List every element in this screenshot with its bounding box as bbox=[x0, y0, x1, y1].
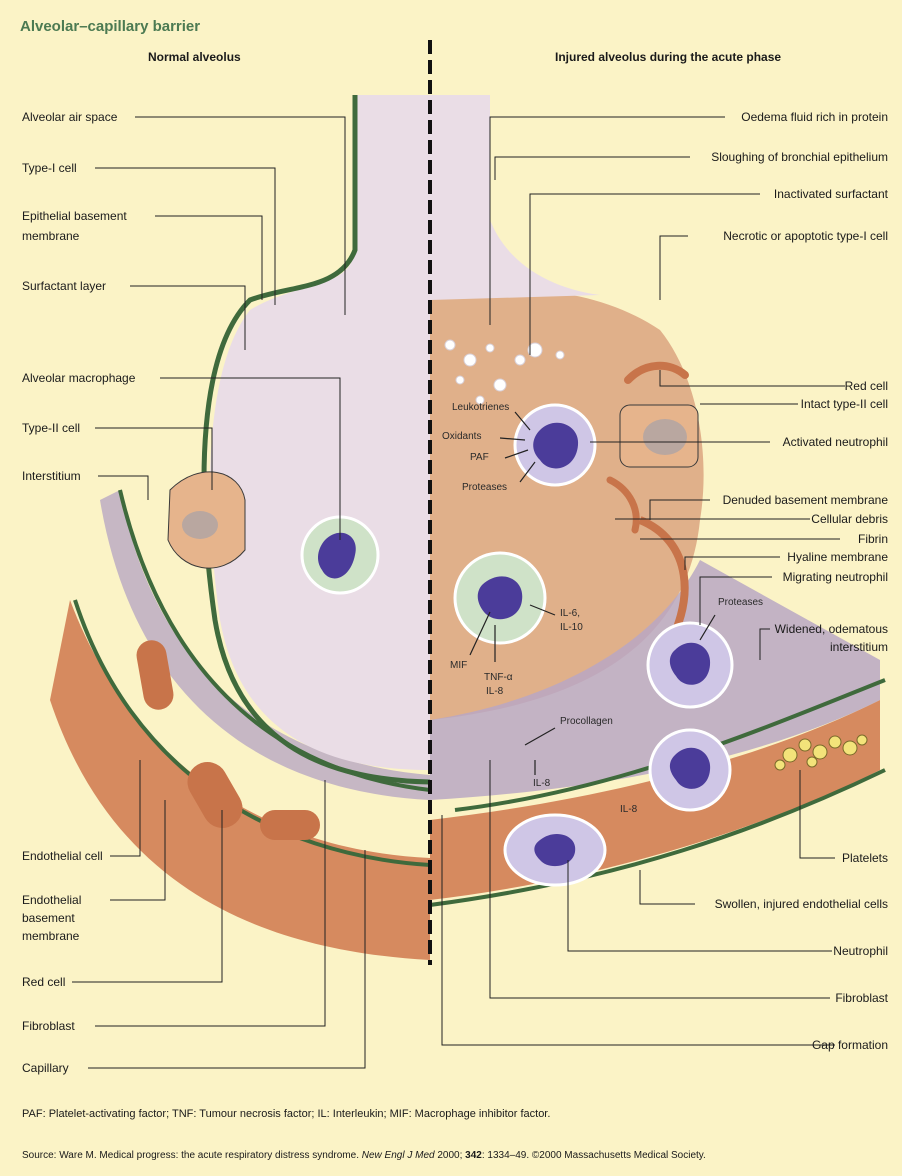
type-ii-nucleus-right bbox=[643, 419, 687, 455]
footer-source-journal: New Engl J Med bbox=[362, 1150, 435, 1161]
label-denuded-bm: Denuded basement membrane bbox=[723, 493, 888, 507]
label-oedema-fluid: Oedema fluid rich in protein bbox=[741, 110, 888, 124]
inner-il6: IL-6, bbox=[560, 608, 580, 619]
label-necrotic-type-i: Necrotic or apoptotic type-I cell bbox=[723, 229, 888, 243]
alveolar-air-space bbox=[210, 95, 430, 770]
label-swollen-endothelial: Swollen, injured endothelial cells bbox=[715, 897, 888, 911]
left-red-cell-3 bbox=[260, 810, 320, 840]
footer-source-b: 2000; bbox=[435, 1150, 466, 1161]
inner-tnf: TNF-α bbox=[484, 672, 513, 683]
type-ii-nucleus-left bbox=[182, 511, 218, 539]
footer-source-a: Source: Ware M. Medical progress: the ac… bbox=[22, 1150, 362, 1161]
inner-il8-c: IL-8 bbox=[620, 804, 637, 815]
label-type-ii-cell: Type-II cell bbox=[22, 421, 80, 435]
label-platelets: Platelets bbox=[842, 851, 888, 865]
inner-leukotrienes: Leukotrienes bbox=[452, 402, 509, 413]
label-interstitium: Interstitium bbox=[22, 469, 81, 483]
diagram-title: Alveolar–capillary barrier bbox=[20, 18, 200, 35]
inner-procollagen: Procollagen bbox=[560, 716, 613, 727]
inner-paf: PAF bbox=[470, 452, 489, 463]
right-airway bbox=[430, 95, 600, 300]
label-type-i-cell: Type-I cell bbox=[22, 161, 77, 175]
footer-abbreviations: PAF: Platelet-activating factor; TNF: Tu… bbox=[22, 1108, 550, 1120]
label-endothelial-bm-1: Endothelial bbox=[22, 893, 81, 907]
label-fibrin: Fibrin bbox=[858, 532, 888, 546]
inner-oxidants: Oxidants bbox=[442, 431, 481, 442]
label-hyaline-membrane: Hyaline membrane bbox=[787, 550, 888, 564]
inner-il8-b: IL-8 bbox=[533, 778, 550, 789]
label-cellular-debris: Cellular debris bbox=[811, 512, 888, 526]
label-alveolar-air-space: Alveolar air space bbox=[22, 110, 117, 124]
footer-source-c: : 1334–49. ©2000 Massachusetts Medical S… bbox=[482, 1150, 706, 1161]
inner-il10: IL-10 bbox=[560, 622, 583, 633]
label-activated-neutrophil: Activated neutrophil bbox=[783, 435, 888, 449]
label-alveolar-macrophage: Alveolar macrophage bbox=[22, 371, 135, 385]
footer-source: Source: Ware M. Medical progress: the ac… bbox=[22, 1150, 706, 1161]
label-widened-2: interstitium bbox=[830, 640, 888, 654]
label-endothelial-cell: Endothelial cell bbox=[22, 849, 103, 863]
right-heading: Injured alveolus during the acute phase bbox=[555, 50, 781, 64]
label-inactivated-surfactant: Inactivated surfactant bbox=[774, 187, 888, 201]
inner-mif: MIF bbox=[450, 660, 467, 671]
label-widened-1: Widened, odematous bbox=[775, 622, 888, 636]
label-intact-type-ii: Intact type-II cell bbox=[801, 397, 888, 411]
label-surfactant-layer: Surfactant layer bbox=[22, 279, 106, 293]
label-red-cell-left: Red cell bbox=[22, 975, 65, 989]
label-endothelial-bm-2: basement bbox=[22, 911, 75, 925]
label-gap-formation: Gap formation bbox=[812, 1038, 888, 1052]
left-heading: Normal alveolus bbox=[148, 50, 241, 64]
footer-source-vol: 342 bbox=[465, 1150, 482, 1161]
inner-proteases-2: Proteases bbox=[718, 597, 763, 608]
label-capillary: Capillary bbox=[22, 1061, 69, 1075]
label-red-cell-right: Red cell bbox=[845, 379, 888, 393]
label-neutrophil: Neutrophil bbox=[833, 944, 888, 958]
inner-proteases: Proteases bbox=[462, 482, 507, 493]
label-fibroblast-right: Fibroblast bbox=[835, 991, 888, 1005]
label-endothelial-bm-3: membrane bbox=[22, 929, 79, 943]
label-fibroblast-left: Fibroblast bbox=[22, 1019, 75, 1033]
label-migrating-neutrophil: Migrating neutrophil bbox=[783, 570, 888, 584]
label-epithelial-bm-2: membrane bbox=[22, 229, 79, 243]
label-sloughing: Sloughing of bronchial epithelium bbox=[711, 150, 888, 164]
inner-il8-a: IL-8 bbox=[486, 686, 503, 697]
label-epithelial-bm-1: Epithelial basement bbox=[22, 209, 127, 223]
